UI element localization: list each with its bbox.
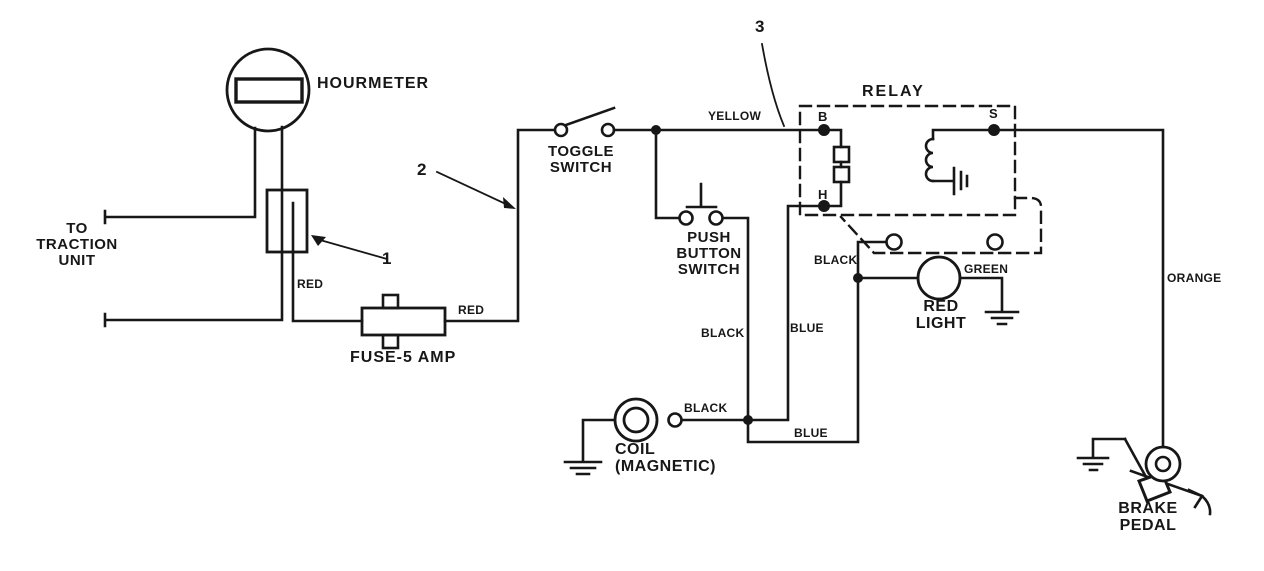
- wire-label-orange: ORANGE: [1167, 271, 1222, 285]
- callout-2-arrowhead: [503, 197, 516, 209]
- coil-label: COIL (MAGNETIC): [615, 441, 716, 475]
- toggle-switch-label: TOGGLE SWITCH: [547, 143, 615, 176]
- orange-wire: [998, 128, 1165, 449]
- relay-symbol: [798, 104, 1043, 255]
- red-light-symbol: [861, 255, 1020, 326]
- black-wire-pushbutton: [721, 216, 750, 418]
- wire-label-blue-lower: BLUE: [794, 426, 828, 440]
- blue-wire-relay: [751, 204, 821, 422]
- wire-label-black-relay: BLACK: [814, 253, 858, 267]
- brake-pedal-symbol: [1076, 437, 1212, 516]
- hourmeter-symbol: [103, 47, 311, 225]
- relay-contact-upper: [832, 145, 851, 164]
- relay-dashed-box: [798, 104, 1017, 217]
- push-button-switch-label: PUSH BUTTON SWITCH: [676, 229, 742, 278]
- red-light-label: RED LIGHT: [915, 298, 967, 332]
- brake-pedal-label: BRAKE PEDAL: [1118, 500, 1178, 534]
- ground-symbol-brake: [1076, 456, 1110, 472]
- fuse-symbol: [360, 128, 557, 350]
- relay-label: RELAY: [862, 83, 925, 100]
- relay-terminal-s-dot: [988, 124, 1000, 136]
- relay-plug-terminals: [856, 233, 1004, 275]
- wire-label-black-pushbutton: BLACK: [701, 326, 745, 340]
- push-button-symbol: [654, 131, 750, 418]
- fuse-label: FUSE-5 AMP: [350, 349, 457, 366]
- relay-terminal-b-label: B: [818, 109, 828, 124]
- green-wire: [958, 276, 1004, 313]
- ground-symbol-red-light: [984, 310, 1020, 326]
- wire-label-yellow: YELLOW: [708, 109, 762, 123]
- wire-label-red-left: RED: [297, 277, 324, 291]
- callout-leaders: [311, 42, 786, 261]
- relay-plug-dashed-outline: [839, 196, 1043, 255]
- blue-wire-lower: [746, 281, 860, 444]
- traction-unit-label: TO TRACTION UNIT: [36, 220, 118, 269]
- ground-symbol-coil: [563, 460, 603, 476]
- relay-terminal-h-label: H: [818, 187, 828, 202]
- callout-3: 3: [755, 17, 765, 36]
- relay-contact-lower: [832, 165, 851, 184]
- callout-1: 1: [382, 249, 392, 268]
- toggle-switch-symbol: [553, 106, 820, 138]
- relay-coil-winding: [924, 137, 935, 183]
- ground-symbol-relay: [952, 166, 969, 196]
- wire-label-green: GREEN: [964, 262, 1009, 276]
- wire-label-red-right: RED: [458, 303, 485, 317]
- hourmeter-label: HOURMETER: [317, 75, 430, 92]
- terminal-block-symbol: [103, 188, 364, 328]
- coil-magnetic-symbol: [563, 397, 753, 476]
- relay-terminal-s-label: S: [989, 106, 999, 121]
- wire-label-black-coil: BLACK: [684, 401, 728, 415]
- blue-wires: [746, 204, 863, 444]
- relay-terminal-h-dot: [818, 200, 830, 212]
- callout-2: 2: [417, 160, 427, 179]
- callout-1-arrowhead: [311, 235, 326, 246]
- pedal-arrow: [1187, 488, 1212, 516]
- wire-label-blue-relay: BLUE: [790, 321, 824, 335]
- relay-terminal-b-dot: [818, 124, 830, 136]
